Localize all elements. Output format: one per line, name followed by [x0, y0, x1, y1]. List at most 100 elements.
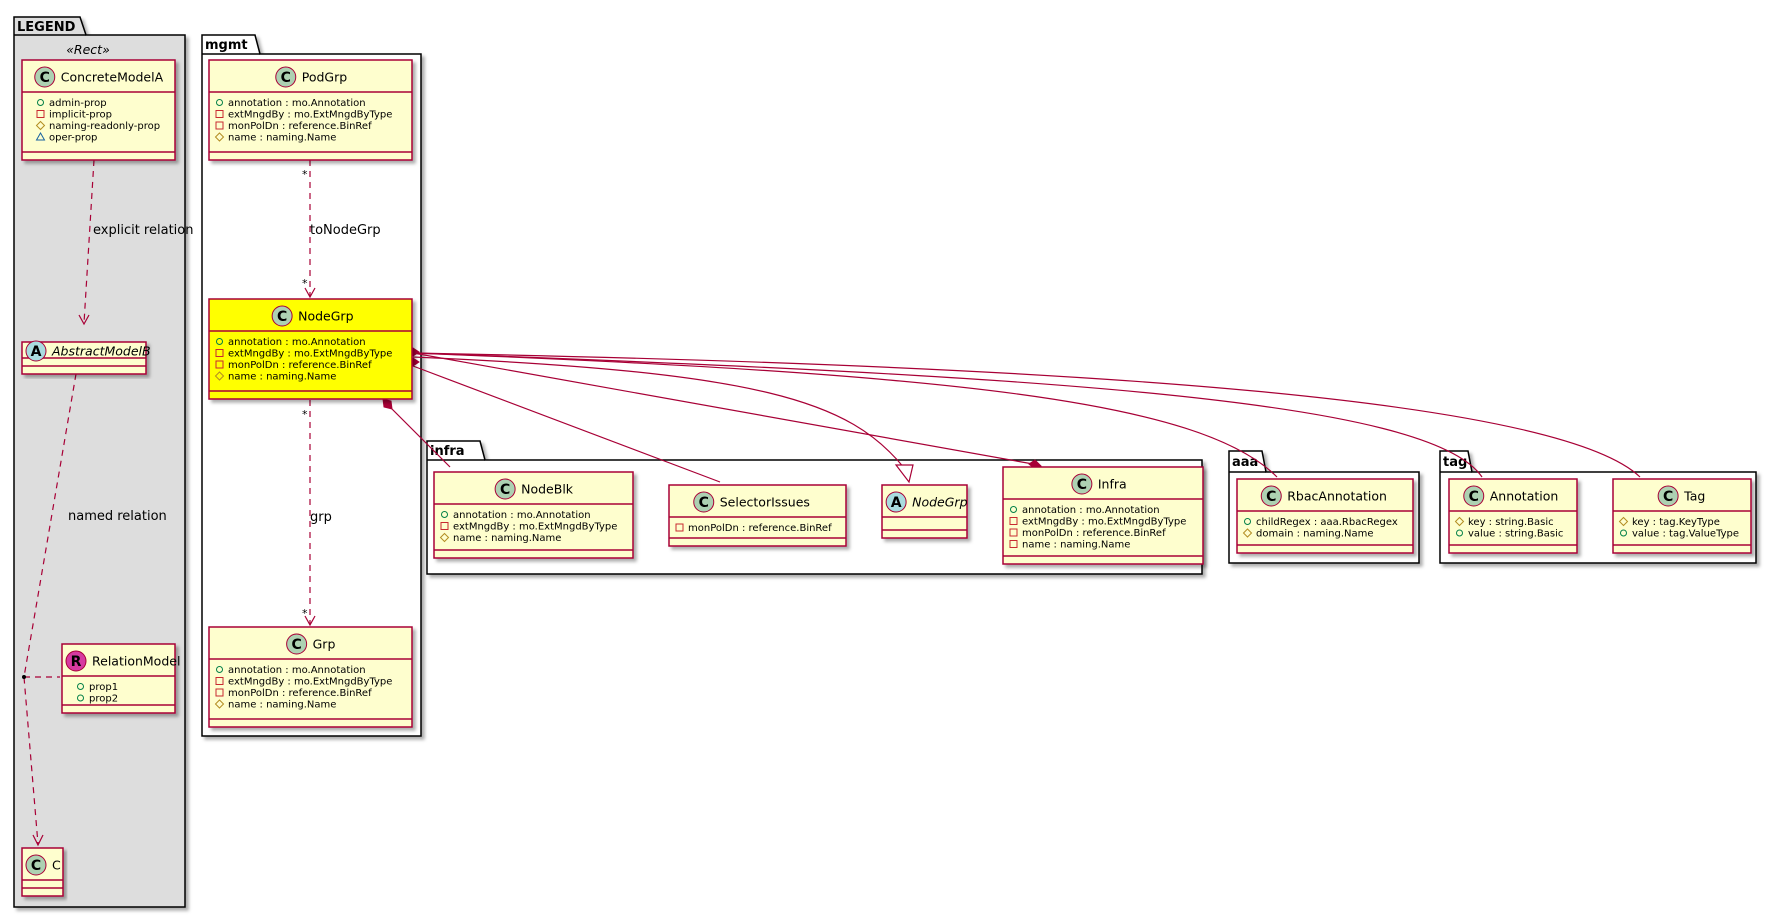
class-icon-letter: C: [1266, 489, 1276, 505]
class-icon: [25, 854, 47, 876]
composition-diamond-node-blk: [382, 398, 393, 410]
composition-tag-line: [412, 352, 1641, 478]
infra-node-grp-box[interactable]: NodeGrp A: [881, 484, 968, 539]
to-node-grp-label: toNodeGrp: [310, 223, 381, 238]
rbac-annotation-attr-visibility-icon: [1242, 528, 1253, 538]
class-icon-letter: C: [500, 482, 510, 498]
grp-attr: annotation : mo.Annotation: [228, 665, 366, 676]
grp-attr-visibility-icon: [214, 699, 225, 709]
pod-grp-frame: [208, 59, 413, 161]
infra-class-attr: annotation : mo.Annotation: [1022, 505, 1160, 516]
class-icon: [34, 66, 56, 88]
node-grp-attr: name : naming.Name: [228, 372, 336, 383]
association-class-dot: [22, 675, 26, 679]
class-icon-letter: C: [40, 70, 50, 86]
package-aaa-name: aaa: [1232, 455, 1258, 470]
package-legend-stereotype: «Rect»: [66, 42, 110, 57]
annotation-class-title: Annotation: [1490, 489, 1559, 504]
concrete-model-a-attr-visibility-icon: [35, 120, 46, 131]
concrete-model-a-attr: implicit-prop: [49, 110, 112, 121]
concrete-model-a-attr-visibility-icon: [36, 110, 45, 118]
concrete-model-a-attr: naming-readonly-prop: [49, 121, 160, 132]
tag-class-attr-visibility-icon: [1620, 529, 1627, 537]
node-grp-attr-visibility-icon: [214, 371, 225, 381]
pod-grp-attr: name : naming.Name: [228, 133, 336, 144]
infra-class-frame: [1002, 466, 1204, 565]
tag-class-frame: [1612, 478, 1752, 554]
class-icon-letter: C: [291, 637, 301, 653]
composition-node-blk-line: [384, 401, 451, 468]
class-icon-letter: A: [31, 344, 42, 360]
multiplicity-pod-grp: *: [302, 168, 308, 181]
infra-class-attr-visibility-icon: [1010, 506, 1017, 513]
to-node-grp-arrowhead: [304, 287, 316, 299]
c-class-box[interactable]: CC: [21, 847, 64, 897]
class-icon-letter: C: [31, 858, 41, 874]
concrete-model-a-box[interactable]: ConcreteModelACadmin-propimplicit-propna…: [21, 59, 176, 161]
generalization-infra-node-grp-line: [412, 356, 906, 470]
pod-grp-attr-visibility-icon: [215, 121, 224, 130]
annotation-class-attr: value : string.Basic: [1468, 529, 1563, 540]
infra-class-attr: name : naming.Name: [1022, 540, 1130, 551]
class-layer: ConcreteModelACadmin-propimplicit-propna…: [21, 59, 1752, 897]
composition-annotation-line: [412, 352, 1483, 478]
concrete-model-a-title: ConcreteModelA: [61, 70, 164, 85]
grp-attr: extMngdBy : mo.ExtMngdByType: [228, 677, 392, 688]
pod-grp-attr: extMngdBy : mo.ExtMngdByType: [228, 110, 392, 121]
pod-grp-attr-visibility-icon: [215, 110, 224, 118]
rbac-annotation-attr: domain : naming.Name: [1256, 529, 1374, 540]
class-icon: [494, 478, 516, 500]
infra-node-grp-title: NodeGrp: [912, 495, 967, 510]
composition-infra-line: [412, 352, 1034, 465]
grp-frame: [208, 626, 413, 728]
selector-issues-attr-visibility-icon: [675, 523, 684, 532]
class-icon: [1463, 485, 1485, 507]
pod-grp-attr: monPolDn : reference.BinRef: [228, 121, 372, 132]
node-grp-attr-visibility-icon: [216, 338, 223, 345]
concrete-model-a-attr-visibility-icon: [35, 131, 46, 141]
class-icon: [271, 305, 293, 327]
multiplicity-grp: *: [302, 607, 308, 620]
class-icon-letter: A: [891, 495, 902, 511]
pod-grp-attr-visibility-icon: [214, 132, 225, 142]
annotation-class-attr-visibility-icon: [1454, 516, 1465, 527]
class-icon: [693, 491, 715, 513]
node-blk-attr-visibility-icon: [439, 532, 450, 543]
class-icon: [1071, 473, 1093, 495]
package-mgmt-name: mgmt: [205, 38, 248, 53]
selector-issues-attr: monPolDn : reference.BinRef: [688, 523, 832, 534]
node-blk-attr-visibility-icon: [441, 511, 448, 518]
grp-attr: name : naming.Name: [228, 700, 336, 711]
association-selector-issues-line: [412, 365, 721, 483]
class-icon: [1657, 485, 1679, 507]
relation-class-icon: [65, 650, 87, 672]
relation-model-attr-visibility-icon: [77, 694, 84, 702]
class-icon-letter: C: [1663, 489, 1673, 505]
generalization-triangle-infra-node-grp: [894, 464, 914, 484]
named-relation-label: named relation: [68, 509, 167, 524]
concrete-model-a-attr: oper-prop: [49, 133, 97, 144]
composition-rbac-annotation-line: [412, 352, 1278, 478]
concrete-model-a-attr-visibility-icon: [37, 99, 44, 106]
class-icon: [275, 66, 297, 88]
infra-class-attr-visibility-icon: [1009, 540, 1018, 548]
c-class-title: C: [52, 858, 61, 873]
node-grp-attr-visibility-icon: [215, 360, 224, 369]
infra-class-attr-visibility-icon: [1009, 517, 1018, 525]
grp-attr-visibility-icon: [215, 677, 224, 685]
named-relation-line: [23, 373, 77, 845]
explicit-relation-line: [83, 159, 95, 324]
class-icon-letter: C: [277, 309, 287, 325]
